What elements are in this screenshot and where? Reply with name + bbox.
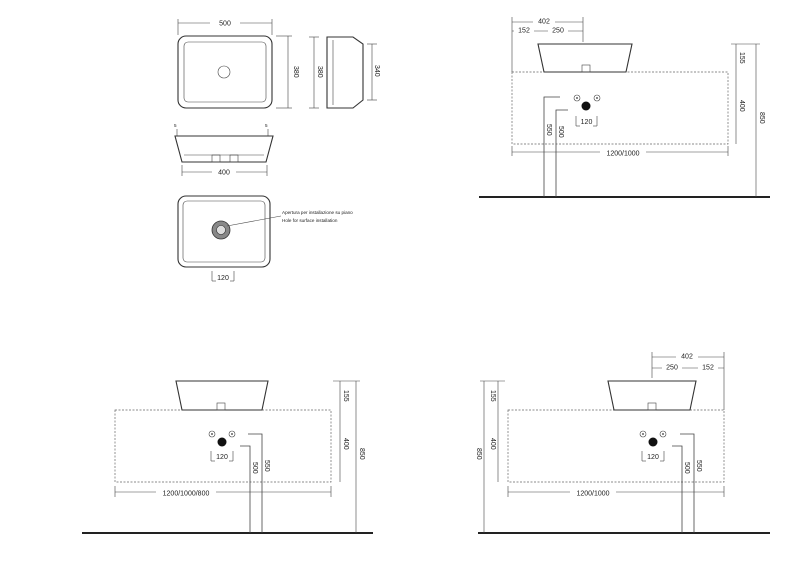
water-inlet-right-icon — [228, 430, 236, 438]
water-inlet-right-icon — [659, 430, 667, 438]
basin-side-outline — [326, 36, 364, 109]
top-view-depth-label: 380 — [292, 66, 299, 78]
basin-outline — [175, 380, 269, 411]
drain-outlet-icon — [217, 437, 227, 447]
water-height-label: 500 — [557, 126, 564, 138]
basin-width-label: 402 — [538, 19, 550, 26]
top-view-width-label: 500 — [219, 21, 231, 28]
elevation-b: 155 400 850 120 500 550 1200/1000/800 — [82, 380, 373, 534]
elevation-c: 402 250 152 155 400 850 120 500 550 — [475, 351, 770, 534]
drain-outlet-icon — [581, 101, 591, 111]
top-view: 500 380 — [177, 18, 299, 109]
front-view-edge-left-label: 5 — [174, 123, 177, 128]
center-offset-label: 250 — [552, 28, 564, 35]
bottom-view: Apertura per installazione su piano Hole… — [177, 195, 353, 282]
bottom-view-pipe-spacing-label: 120 — [217, 275, 229, 282]
pipe-spacing-label: 120 — [647, 454, 659, 461]
pipe-spacing-label: 120 — [216, 454, 228, 461]
surface-hole-note-en: Hole for surface installation — [282, 218, 338, 223]
basin-front-outline — [174, 135, 274, 163]
top-height-label: 155 — [342, 390, 349, 402]
basin-outline — [537, 43, 633, 73]
drain-hole — [217, 65, 231, 79]
cabinet-width-label: 1200/1000 — [576, 491, 609, 498]
water-inlet-left-icon — [573, 94, 581, 102]
drain-outlet-icon — [648, 437, 658, 447]
cabinet-height-label: 400 — [738, 100, 745, 112]
water-inlet-left-icon — [208, 430, 216, 438]
basin-outline — [607, 380, 697, 411]
drain-height-label: 550 — [545, 124, 552, 136]
side-view-inner-height-label: 340 — [373, 65, 380, 77]
side-view: 380 340 — [309, 36, 380, 109]
elevation-a: 402 152 250 155 400 850 120 550 500 — [479, 16, 770, 198]
drain-height-label: 550 — [695, 460, 702, 472]
water-height-label: 500 — [251, 462, 258, 474]
cabinet-outline — [507, 409, 725, 483]
cabinet-height-label: 400 — [489, 438, 496, 450]
water-inlet-right-icon — [593, 94, 601, 102]
water-inlet-left-icon — [639, 430, 647, 438]
basin-top-inner — [183, 41, 267, 103]
side-view-outer-height-label: 380 — [316, 66, 323, 78]
water-height-label: 500 — [683, 462, 690, 474]
total-height-label: 850 — [358, 448, 365, 460]
top-height-label: 155 — [738, 52, 745, 64]
cabinet-outline — [114, 409, 332, 483]
top-height-label: 155 — [489, 390, 496, 402]
front-view: 5 5 400 — [174, 123, 274, 177]
drain-height-label: 550 — [263, 460, 270, 472]
front-view-width-label: 400 — [218, 170, 230, 177]
cabinet-width-label: 1200/1000/800 — [163, 491, 210, 498]
cabinet-width-label: 1200/1000 — [606, 151, 639, 158]
total-height-label: 850 — [475, 448, 482, 460]
basin-width-label: 402 — [681, 354, 693, 361]
basin-top-outline — [177, 35, 273, 109]
left-offset-label: 152 — [518, 28, 530, 35]
cabinet-height-label: 400 — [342, 438, 349, 450]
pipe-spacing-label: 120 — [581, 119, 593, 126]
cabinet-outline — [511, 71, 729, 145]
center-offset-label: 250 — [666, 365, 678, 372]
right-offset-label: 152 — [702, 365, 714, 372]
surface-hole-note-it: Apertura per installazione su piano — [282, 210, 353, 215]
front-view-edge-right-label: 5 — [265, 123, 268, 128]
total-height-label: 850 — [758, 112, 765, 124]
